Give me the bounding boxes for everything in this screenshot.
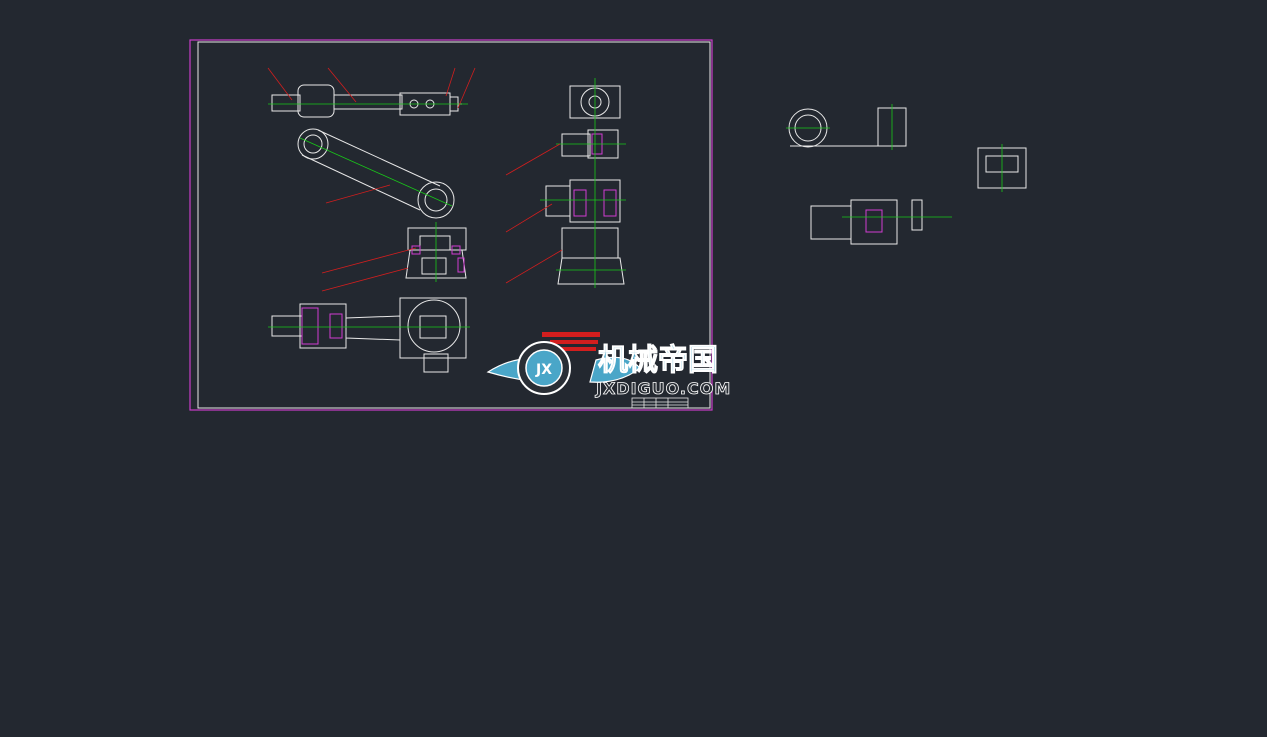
robot-arm-plan-view[interactable] xyxy=(268,297,470,373)
title-block[interactable] xyxy=(631,397,689,409)
watermark-badge-text: JX xyxy=(535,362,552,378)
site-watermark: JX 机械帝国 JXDIGUO.COM xyxy=(486,332,731,398)
detail-part-bracket[interactable] xyxy=(977,144,1027,192)
robot-arm-side-view[interactable] xyxy=(505,78,626,288)
watermark-red-stripes xyxy=(542,332,600,351)
part-leader-lines xyxy=(267,67,476,292)
detail-part-joint-housing[interactable] xyxy=(810,199,952,245)
sheet-inner-frame xyxy=(197,41,711,409)
side-leader-lines xyxy=(505,143,563,284)
link-centerline xyxy=(299,137,453,207)
detail-part-flange[interactable] xyxy=(786,104,907,150)
base-section-hatch xyxy=(411,245,465,273)
wing-right-icon xyxy=(589,356,641,383)
watermark-domain: JXDIGUO.COM xyxy=(595,379,731,398)
sheet-outer-border xyxy=(189,39,713,411)
drawing-sheet[interactable] xyxy=(189,39,713,411)
watermark-title: 机械帝国 xyxy=(598,343,718,378)
plan-section-hatch xyxy=(301,307,343,345)
robot-arm-elevation-view[interactable] xyxy=(267,67,476,292)
